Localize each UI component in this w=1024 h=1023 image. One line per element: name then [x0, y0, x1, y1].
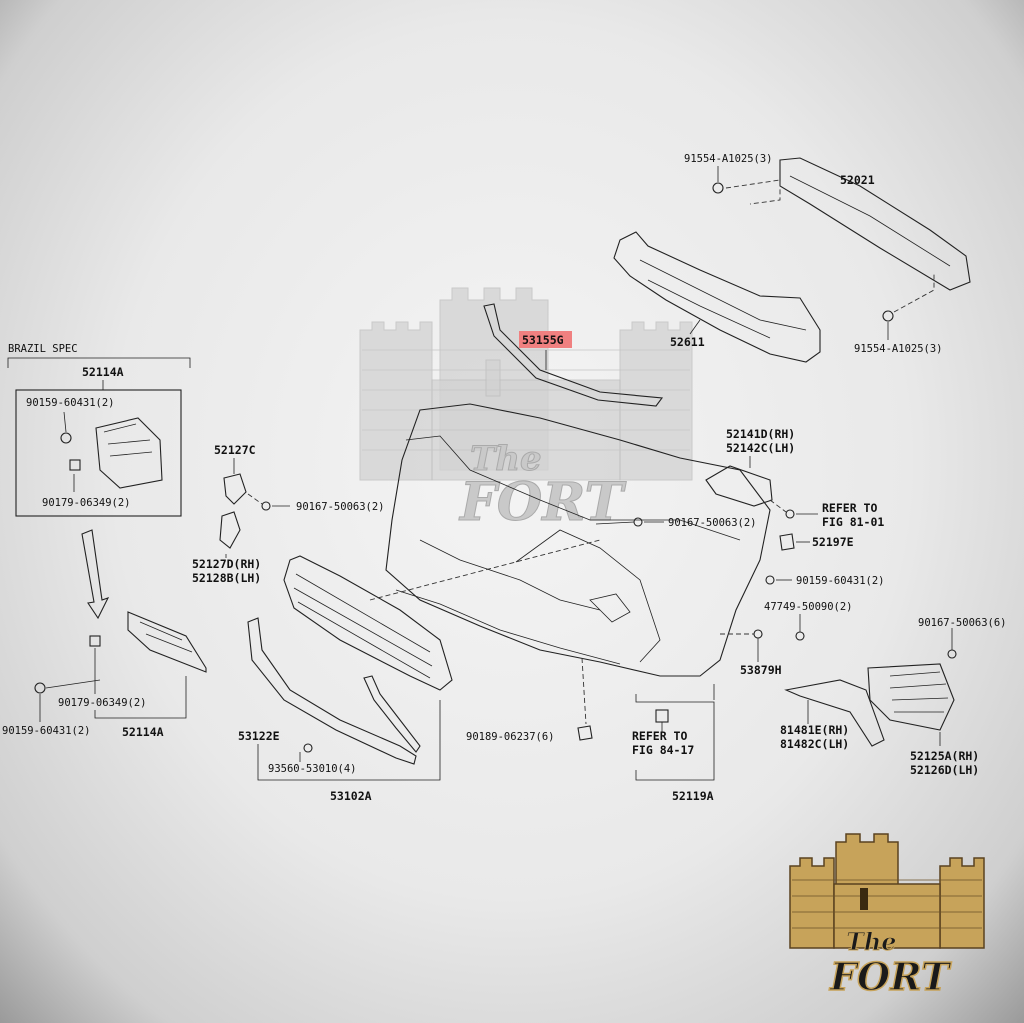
part-52021: 52021: [840, 173, 875, 187]
part-53879H: 53879H: [740, 663, 782, 677]
refer-81-line1: REFER TO: [822, 501, 877, 515]
part-90159-60431-box: 90159-60431(2): [26, 397, 115, 409]
part-90167-50063-b: 90167-50063(2): [668, 517, 757, 529]
watermark-fort-text: FORT: [458, 472, 627, 533]
watermark-castle: The FORT: [359, 287, 693, 534]
lower-grille-group: 53122E 93560-53010(4) 53102A: [238, 539, 601, 803]
part-53155G: 53155G: [522, 333, 564, 347]
part-52021-group: 52021 91554-A1025(3) 91554-A1025(3): [684, 153, 971, 355]
part-90189-06237: 90189-06237(6): [466, 731, 555, 743]
brazil-spec-box: [15, 389, 182, 517]
refer-84-line2: FIG 84-17: [632, 743, 694, 757]
part-52114A-bottom: 52114A: [122, 725, 164, 739]
part-91554-top: 91554-A1025(3): [684, 153, 773, 165]
side-clips-group: 52127C 52127D(RH) 52128B(LH) 90167-50063…: [192, 443, 385, 585]
part-53155G-group: 53155G: [483, 303, 664, 407]
part-52127D: 52127D(RH): [192, 557, 261, 571]
part-90167-50063-6: 90167-50063(6): [918, 617, 1007, 629]
part-52127C: 52127C: [214, 443, 256, 457]
refer-84-line1: REFER TO: [632, 729, 687, 743]
part-52197E: 52197E: [812, 535, 854, 549]
refer-81-line2: FIG 81-01: [822, 515, 884, 529]
part-52611-group: 52611: [613, 231, 821, 363]
watermark-the-text: The: [470, 439, 542, 479]
part-52126D: 52126D(LH): [910, 763, 979, 777]
part-52114A-top: 52114A: [82, 365, 124, 379]
part-81482C: 81482C(LH): [780, 737, 849, 751]
bumper-cover-group: 90167-50063(2) 52119A REFER TO FIG 84-17…: [385, 403, 771, 803]
part-90167-50063-a: 90167-50063(2): [296, 501, 385, 513]
part-90159-60431-right: 90159-60431(2): [796, 575, 885, 587]
highlight-box: [519, 331, 572, 348]
brazil-spec-label: BRAZIL SPEC: [8, 343, 78, 355]
part-52141D-group: 52141D(RH) 52142C(LH) REFER TO FIG 81-01…: [705, 427, 885, 677]
part-90179-06349-low: 90179-06349(2): [58, 697, 147, 709]
part-52128B: 52128B(LH): [192, 571, 261, 585]
part-52119A: 52119A: [672, 789, 714, 803]
part-52611: 52611: [670, 335, 705, 349]
part-47749-50090: 47749-50090(2): [764, 601, 853, 613]
logo-fort-text: FORT: [829, 954, 952, 999]
lower-license-bracket: 90179-06349(2) 90159-60431(2) 52114A: [2, 611, 207, 739]
part-90179-06349-box: 90179-06349(2): [42, 497, 131, 509]
part-90159-60431-low: 90159-60431(2): [2, 725, 91, 737]
part-81481E: 81481E(RH): [780, 723, 849, 737]
brazil-spec-group: BRAZIL SPEC 52114A 90159-60431(2) 90179-…: [7, 343, 191, 620]
part-91554-bottom: 91554-A1025(3): [854, 343, 943, 355]
fog-cover-group: 81481E(RH) 81482C(LH) 90167-50063(6) 521…: [780, 617, 1007, 777]
part-52142C: 52142C(LH): [726, 441, 795, 455]
part-52125A: 52125A(RH): [910, 749, 979, 763]
the-fort-logo: The FORT: [789, 833, 985, 1000]
part-52141D: 52141D(RH): [726, 427, 795, 441]
part-93560-53010: 93560-53010(4): [268, 763, 357, 775]
part-53122E: 53122E: [238, 729, 280, 743]
part-53102A: 53102A: [330, 789, 372, 803]
logo-the-text: The: [846, 927, 897, 956]
